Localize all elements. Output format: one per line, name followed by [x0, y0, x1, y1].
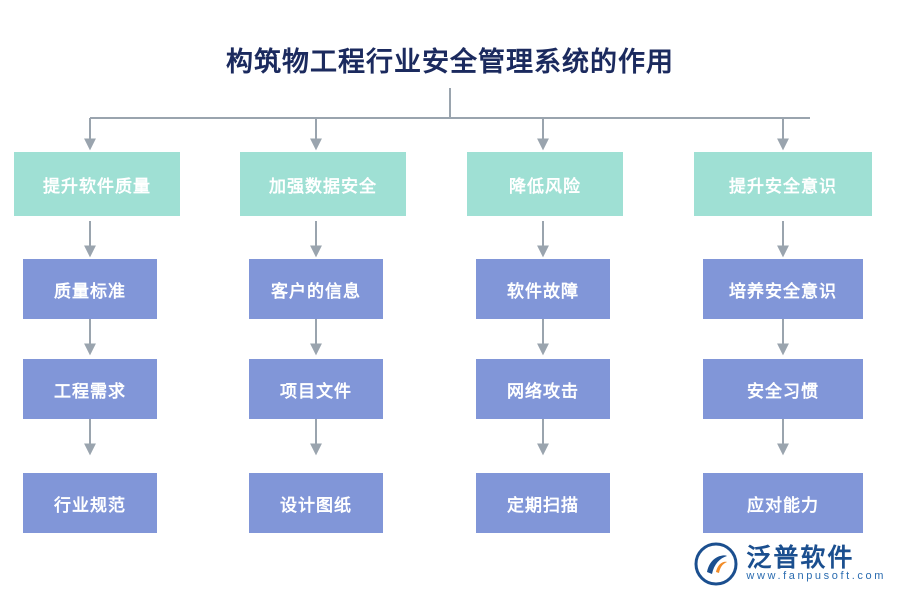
- head-node-col1[interactable]: 提升软件质量: [14, 152, 180, 216]
- sub-node-col4-3[interactable]: 应对能力: [703, 473, 863, 533]
- sub-node-col1-2[interactable]: 工程需求: [23, 359, 157, 419]
- page-title: 构筑物工程行业安全管理系统的作用: [226, 47, 674, 77]
- logo-company-name: 泛普软件: [746, 544, 855, 573]
- logo-website: www.fanpusoft.com: [746, 570, 886, 583]
- sub-node-col1-3[interactable]: 行业规范: [23, 473, 157, 533]
- sub-node-col2-2[interactable]: 项目文件: [249, 359, 383, 419]
- sub-node-col3-1[interactable]: 软件故障: [476, 259, 610, 319]
- sub-node-col1-1[interactable]: 质量标准: [23, 259, 157, 319]
- brand-logo: 泛普软件 www.fanpusoft.com: [694, 542, 886, 586]
- sub-node-col4-2[interactable]: 安全习惯: [703, 359, 863, 419]
- sub-node-col3-3[interactable]: 定期扫描: [476, 473, 610, 533]
- sub-node-col4-1[interactable]: 培养安全意识: [703, 259, 863, 319]
- logo-text: 泛普软件 www.fanpusoft.com: [746, 545, 886, 583]
- sub-node-col3-2[interactable]: 网络攻击: [476, 359, 610, 419]
- sub-node-col2-3[interactable]: 设计图纸: [249, 473, 383, 533]
- head-node-col2[interactable]: 加强数据安全: [240, 152, 406, 216]
- head-node-col3[interactable]: 降低风险: [467, 152, 623, 216]
- sub-node-col2-1[interactable]: 客户的信息: [249, 259, 383, 319]
- logo-mark-icon: [694, 542, 738, 586]
- head-node-col4[interactable]: 提升安全意识: [694, 152, 872, 216]
